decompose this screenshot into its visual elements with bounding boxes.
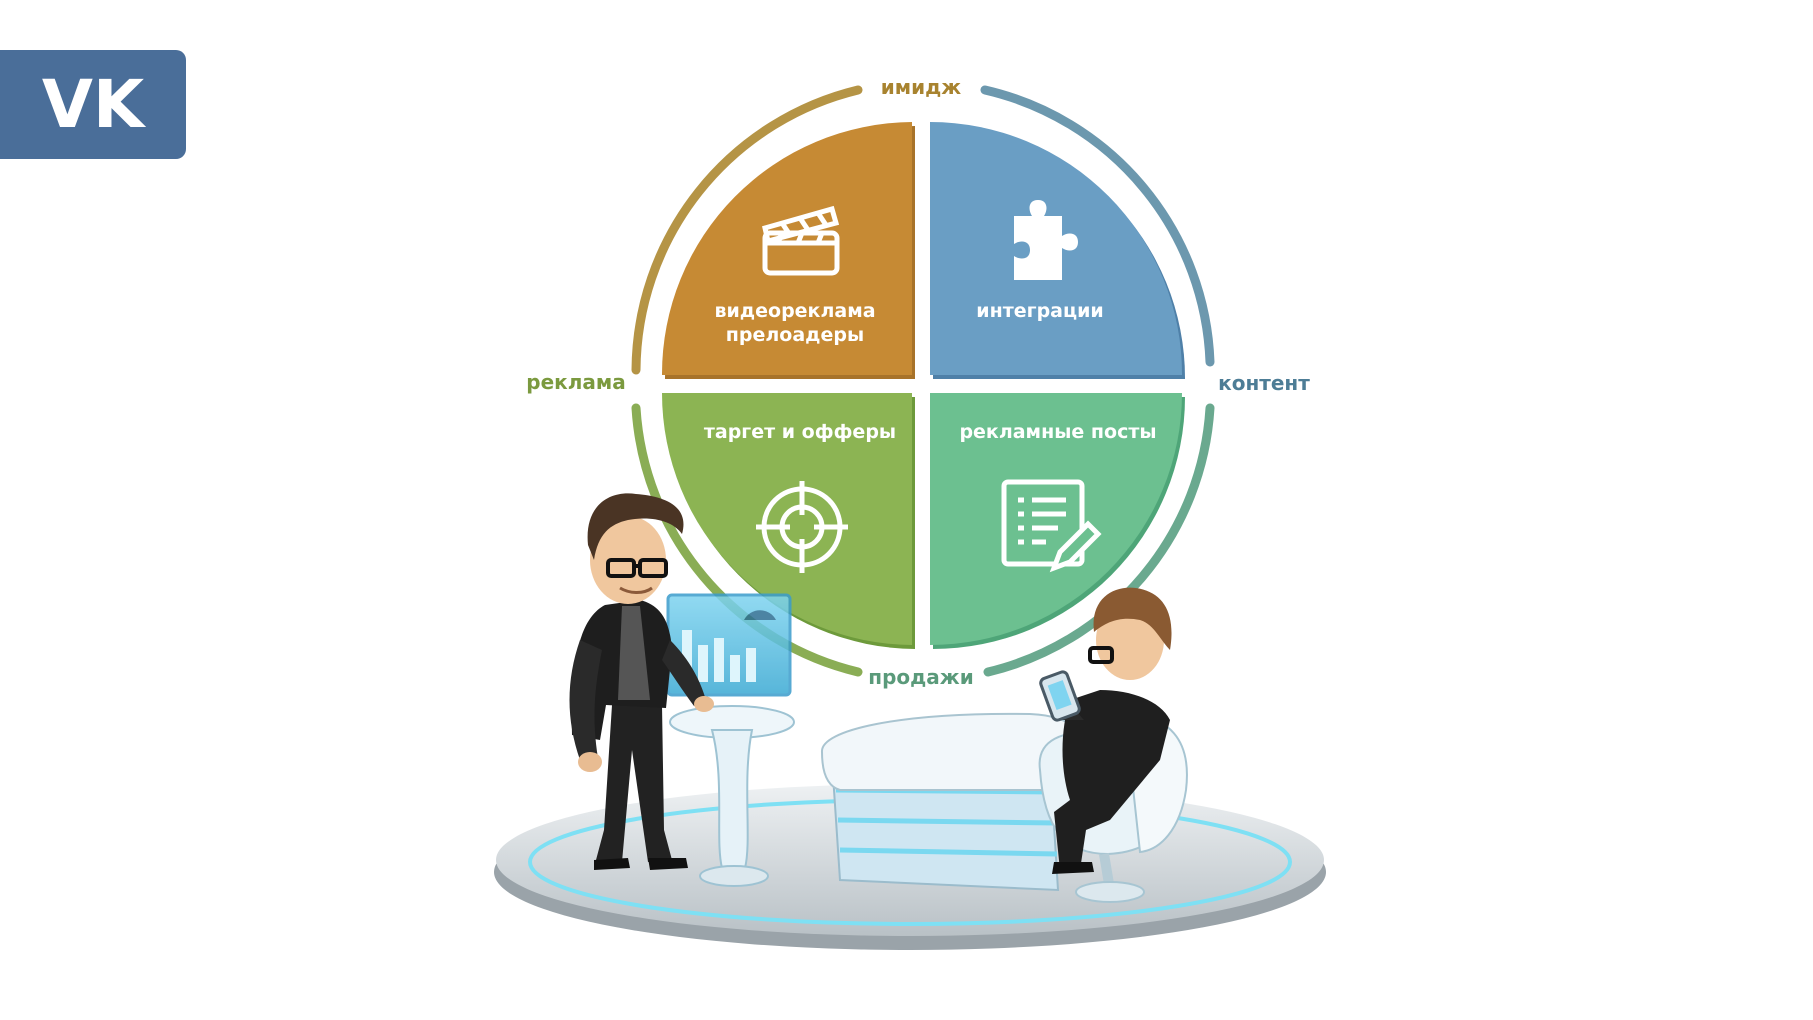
- ring-label-reklama: реклама: [526, 370, 625, 394]
- quadrant-top-left: видеореклама прелоадеры: [661, 122, 915, 379]
- standing-man-illustration: [569, 493, 714, 870]
- quadrant-bottom-right: рекламные посты: [930, 393, 1185, 649]
- ring-label-kontent: контент: [1218, 371, 1310, 395]
- target-icon: [756, 481, 848, 573]
- sitting-man-illustration: [1039, 587, 1172, 874]
- desk: [820, 712, 1087, 892]
- clapperboard-icon: [762, 205, 840, 276]
- vk-logo-text: VK: [42, 66, 147, 143]
- ring-arc-top-left: [631, 85, 863, 375]
- quadrant-bottom-left: таргет и офферы: [662, 393, 915, 649]
- pedestal-table: [669, 705, 795, 887]
- vk-logo-icon: VK: [42, 66, 147, 143]
- document-edit-icon: [1001, 479, 1102, 573]
- segment-label-integrations: интеграции: [976, 300, 1103, 322]
- segment-label-posts: рекламные посты: [959, 421, 1156, 443]
- segment-label-video-line2: прелоадеры: [726, 324, 864, 346]
- segment-label-target: таргет и офферы: [704, 421, 896, 443]
- segment-label-video-line1: видеореклама: [714, 300, 875, 322]
- ring-label-prodazhi: продажи: [868, 665, 973, 689]
- ring-arc-top-right: [980, 85, 1215, 367]
- ring-arc-bottom-right: [983, 403, 1215, 677]
- puzzle-icon: [1014, 200, 1078, 280]
- vk-logo: VK: [0, 50, 186, 159]
- outer-ring: [631, 85, 1215, 677]
- quadrant-top-right: интеграции: [930, 121, 1186, 379]
- ring-label-imidzh: имидж: [881, 75, 962, 99]
- ring-arc-bottom-left: [631, 403, 863, 677]
